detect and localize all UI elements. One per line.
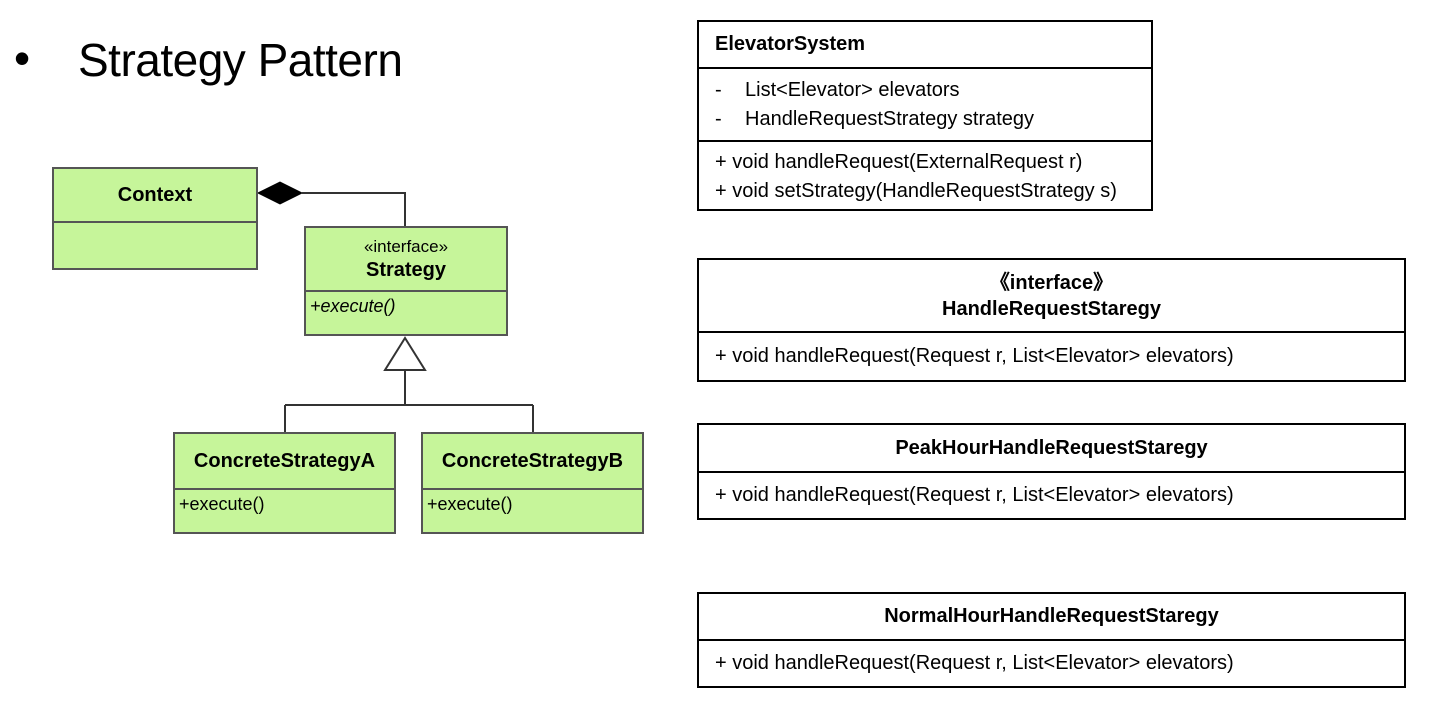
strategy-interface: «interface» Strategy +execute() [304, 226, 508, 336]
attribute-strategy: - HandleRequestStrategy strategy [715, 105, 1135, 134]
elevator-system-methods: + void handleRequest(ExternalRequest r) … [699, 140, 1151, 206]
peak-hour-strategy-class: PeakHourHandleRequestStaregy + void hand… [697, 423, 1406, 520]
attribute-text: HandleRequestStrategy strategy [745, 108, 1035, 130]
strategy-stereotype: «interface» [363, 236, 449, 256]
normal-hour-strategy-class: NormalHourHandleRequestStaregy + void ha… [697, 592, 1406, 688]
context-class: Context [52, 167, 258, 270]
attribute-marker: - [715, 108, 722, 130]
composition-line [302, 192, 406, 226]
concrete-strategy-b-method: +execute() [423, 488, 642, 532]
handle-request-strategy-header: 《interface》 HandleRequestStaregy [699, 260, 1404, 331]
normal-hour-strategy-method: + void handleRequest(Request r, List<Ele… [699, 639, 1404, 686]
slide-title: Strategy Pattern [78, 34, 403, 86]
attribute-marker: - [715, 79, 722, 101]
strategy-interface-header: «interface» Strategy [306, 228, 506, 290]
strategy-pattern-connectors [256, 181, 534, 432]
context-class-body [54, 221, 256, 268]
elevator-system-attributes: - List<Elevator> elevators - HandleRequest… [699, 67, 1151, 140]
elevator-system-class: ElevatorSystem - List<Elevator> elevators… [697, 20, 1153, 211]
concrete-strategy-a-name: ConcreteStrategyA [193, 449, 376, 472]
context-class-name: Context [117, 183, 193, 206]
strategy-execute-method: +execute() [306, 290, 506, 334]
handle-request-strategy-name: HandleRequestStaregy [942, 297, 1161, 320]
interface-stereotype: 《interface》 [989, 271, 1114, 294]
handle-request-strategy-method: + void handleRequest(Request r, List<Ele… [699, 331, 1404, 380]
handle-request-strategy-interface: 《interface》 HandleRequestStaregy + void … [697, 258, 1406, 382]
concrete-strategy-a-class: ConcreteStrategyA +execute() [173, 432, 396, 534]
concrete-strategy-a-method: +execute() [175, 488, 394, 532]
attribute-text: List<Elevator> elevators [745, 79, 960, 101]
concrete-strategy-b-name: ConcreteStrategyB [441, 449, 624, 472]
elevator-system-name: ElevatorSystem [715, 33, 866, 55]
composition-diamond [256, 181, 304, 205]
strategy-interface-name: Strategy [365, 258, 447, 281]
generalization-arrowhead [383, 336, 427, 371]
concrete-strategy-b-class: ConcreteStrategyB +execute() [421, 432, 644, 534]
attribute-elevators: - List<Elevator> elevators [715, 76, 1135, 105]
peak-hour-strategy-method: + void handleRequest(Request r, List<Ele… [699, 471, 1404, 518]
method-set-strategy: + void setStrategy(HandleRequestStrategy… [715, 180, 1117, 202]
peak-hour-strategy-name: PeakHourHandleRequestStaregy [895, 437, 1208, 459]
normal-hour-strategy-name: NormalHourHandleRequestStaregy [884, 605, 1219, 627]
method-handle-request: + void handleRequest(ExternalRequest r) [715, 151, 1083, 173]
title-bullet: • [14, 32, 31, 84]
